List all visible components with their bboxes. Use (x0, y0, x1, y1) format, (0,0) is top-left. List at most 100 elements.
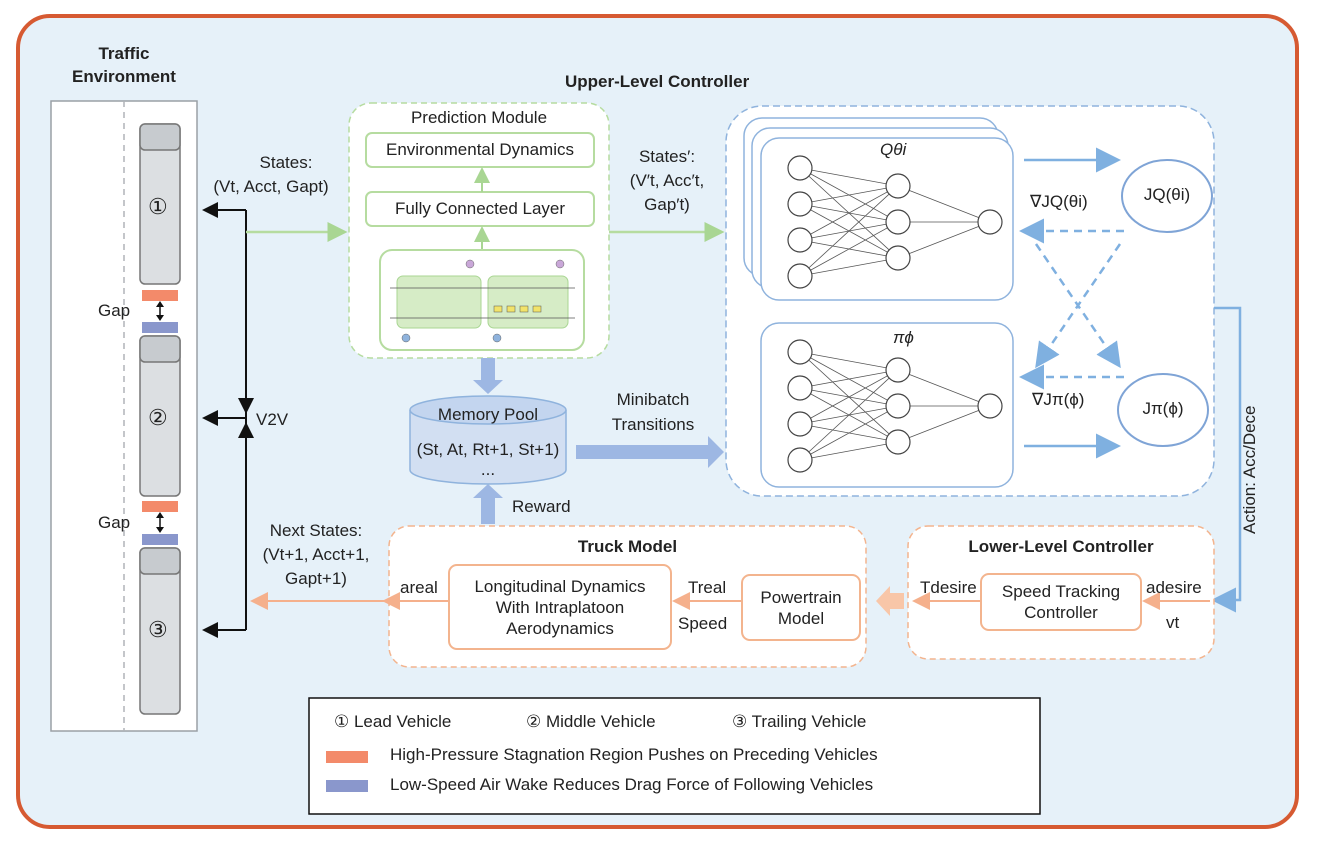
traffic-environment-title: Traffic Environment (72, 44, 176, 86)
speed-label: Speed (678, 614, 728, 633)
nn-node (787, 339, 813, 365)
longitudinal-dynamics-label: Longitudinal Dynamics With Intraplatoon … (474, 577, 646, 638)
truck-model-title: Truck Model (577, 537, 678, 556)
memory-pool-ellipsis: ... (480, 460, 496, 479)
q-network-label: Qθi (880, 140, 907, 159)
upper-controller-title: Upper-Level Controller (565, 72, 750, 91)
nn-node (977, 393, 1003, 419)
nn-edge (897, 405, 991, 443)
a-desire-label: adesire (1146, 578, 1202, 597)
states-title: States: (259, 153, 313, 172)
a-real-label: areal (400, 578, 438, 597)
env-dynamics-label: Environmental Dynamics (385, 140, 574, 159)
nn-edge (897, 221, 991, 259)
powertrain-box (741, 574, 861, 641)
v2v-links (202, 202, 254, 638)
stagnation-region-1 (142, 290, 178, 301)
states-prime-line2: Gap′t) (644, 195, 690, 214)
truck-2 (139, 335, 181, 497)
q-network-graph (787, 155, 1003, 289)
next-states-line2: Gapt+1) (285, 569, 347, 588)
grad-jq-label: ∇JQ(θi) (1030, 192, 1088, 211)
nn-node (787, 227, 813, 253)
action-arrow (1211, 306, 1242, 613)
nn-node (885, 393, 911, 419)
lstm-cells-illustration (390, 259, 575, 343)
memory-pool-values: (St, At, Rt+1, St+1) (416, 440, 560, 459)
next-states-line1: (Vt+1, Acct+1, (262, 545, 370, 564)
nn-node (885, 357, 911, 383)
nn-edge (799, 351, 899, 371)
legend-blue-swatch (326, 780, 368, 792)
vehicle-3-number: ③ (148, 617, 168, 642)
nn-node (787, 155, 813, 181)
nn-edge (799, 185, 899, 205)
minibatch-line2: Transitions (611, 415, 695, 434)
truck-3 (139, 547, 181, 715)
nn-edge (799, 441, 899, 461)
vehicle-2-number: ② (148, 405, 168, 430)
nn-node (787, 447, 813, 473)
v-t-label: vt (1166, 613, 1180, 632)
nn-node (885, 429, 911, 455)
jq-objective (1121, 159, 1213, 233)
nn-edge (799, 185, 899, 277)
nn-node (977, 209, 1003, 235)
nn-edge (897, 369, 991, 407)
vehicle-1-number: ① (148, 194, 168, 219)
legend-item-lead: ① Lead Vehicle (334, 712, 452, 731)
nn-edge (799, 167, 899, 187)
nn-node (885, 209, 911, 235)
next-states-title: Next States: (269, 521, 363, 540)
legend-item-trailing: ③ Trailing Vehicle (732, 712, 867, 731)
nn-edge (799, 369, 899, 425)
air-wake-1 (142, 322, 178, 333)
speed-tracking-box (980, 573, 1142, 631)
longitudinal-dynamics-box (448, 564, 672, 650)
states-prime-title: States′: (638, 147, 696, 166)
nn-edge (799, 369, 899, 389)
jpi-label: Jπ(ϕ) (1142, 399, 1184, 418)
nn-node (787, 263, 813, 289)
gap-label-1: Gap (98, 301, 131, 320)
jq-label: JQ(θi) (1143, 185, 1191, 204)
minibatch-arrow (576, 436, 724, 468)
policy-network-graph (787, 339, 1003, 473)
states-prime-line1: (V′t, Acc′t, (629, 171, 705, 190)
t-desire-label: Tdesire (920, 578, 977, 597)
nn-edge (799, 369, 899, 461)
legend-orange-text: High-Pressure Stagnation Region Pushes o… (390, 745, 878, 764)
powertrain-label: Powertrain Model (760, 588, 842, 628)
memory-pool-title: Memory Pool (437, 405, 539, 424)
nn-node (885, 173, 911, 199)
v2v-label: V2V (256, 410, 289, 429)
air-wake-2 (142, 534, 178, 545)
reward-label: Reward (512, 497, 571, 516)
prediction-module-title: Prediction Module (410, 108, 548, 127)
fc-layer-label: Fully Connected Layer (394, 199, 566, 218)
nn-edge (799, 257, 899, 277)
t-real-label: Treal (688, 578, 727, 597)
lower-controller-title: Lower-Level Controller (968, 537, 1154, 556)
nn-edge (897, 185, 991, 223)
nn-edge (799, 185, 899, 241)
legend-blue-text: Low-Speed Air Wake Reduces Drag Force of… (390, 775, 874, 794)
nn-node (787, 411, 813, 437)
action-label: Action: Acc/Dece (1240, 405, 1259, 534)
legend-item-middle: ② Middle Vehicle (526, 712, 656, 731)
states-values: (Vt, Acct, Gapt) (213, 177, 329, 196)
nn-edge (799, 221, 899, 277)
gap-label-2: Gap (98, 513, 131, 532)
speed-tracking-label: Speed Tracking Controller (1001, 582, 1121, 622)
jpi-objective (1117, 373, 1209, 447)
nn-node (787, 375, 813, 401)
lower-to-truck-arrow (876, 586, 904, 616)
nn-node (885, 245, 911, 271)
prediction-to-memory-arrow (473, 358, 503, 394)
nn-node (787, 191, 813, 217)
reward-arrow (473, 484, 503, 524)
stagnation-region-2 (142, 501, 178, 512)
legend-box (308, 697, 1041, 815)
minibatch-line1: Minibatch (616, 390, 690, 409)
